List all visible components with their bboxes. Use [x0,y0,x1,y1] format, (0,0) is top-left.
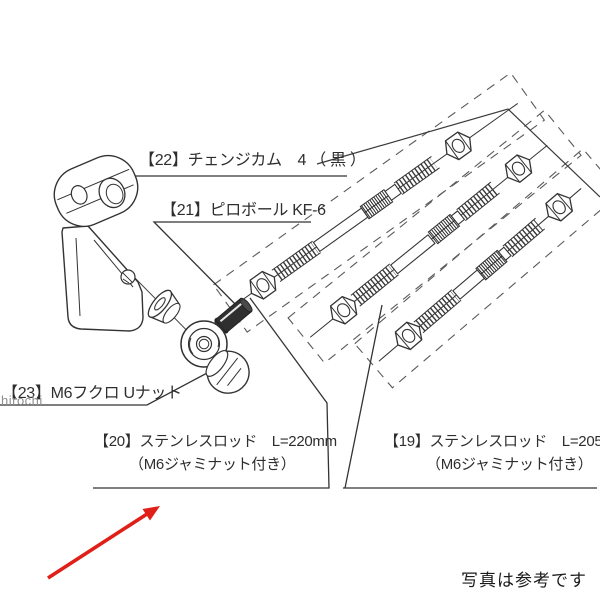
lever-clamp-boss [53,154,139,228]
m6-cap-nut [205,350,250,394]
stainless-rod-3 [378,188,582,362]
bushing-hole [154,297,166,311]
callout-21-pillow-ball: 【21】ピロボール KF-6 [161,202,326,219]
rubber-bushing [147,289,181,324]
callout-22-change-cam: 【22】チェンジカム 4 （ 黒 ） [139,152,366,169]
jam-nut [504,154,533,184]
stainless-rod-1 [226,103,519,312]
dashed-box-rod-2 [287,109,582,364]
boss-small-hole [70,185,88,205]
solid-frame-line [316,108,600,198]
leader-21 [152,221,311,310]
jam-nut [249,270,277,300]
rod-end-shank [214,297,253,334]
dashed-box-rod-3 [353,148,600,389]
jam-nut [444,131,472,161]
jam-nut [545,192,574,222]
callout-20-rod-220mm-line1: 【20】ステンレスロッド L=220mm [94,433,337,450]
jam-nut [329,295,358,325]
jam-nut [394,321,423,351]
lever-arm [61,225,144,332]
photo-reference-note: 写真は参考です [461,571,587,590]
hirochi-watermark: hirochi [1,393,43,408]
callout-23-m6-cap-u-nut: 【23】M6フクロ Uナット [2,385,182,402]
stainless-rod-2 [309,144,548,338]
callout-19-rod-205mm-line1: 【19】ステンレスロッド L=205mm [384,433,600,450]
callout-19-rod-205mm-line2: （M6ジャミナット付き） [426,456,593,473]
leader-19 [343,304,597,489]
leader-23 [0,371,210,406]
leader-20 [93,297,330,489]
change-cam-lever [53,154,144,332]
red-annotation-arrow [47,506,160,580]
callout-20-rod-220mm-line2: （M6ジャミナット付き） [129,456,296,473]
